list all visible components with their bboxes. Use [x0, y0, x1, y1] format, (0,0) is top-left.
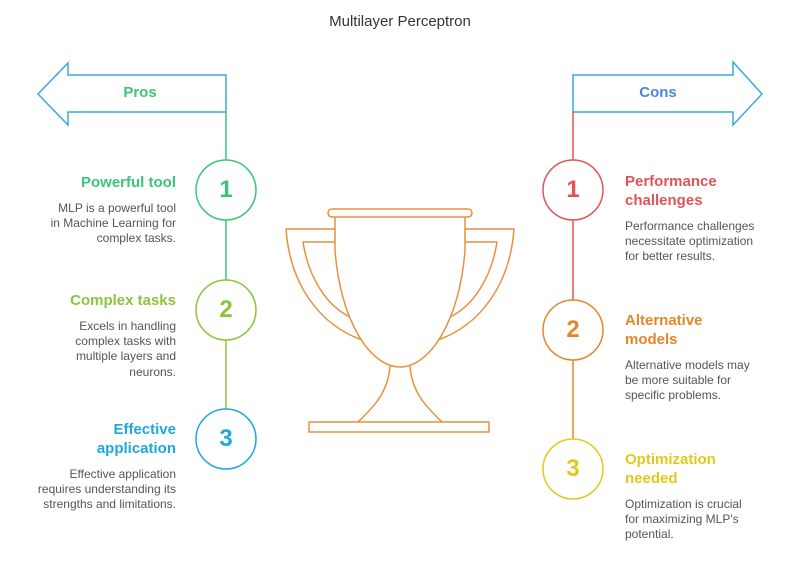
cons-number-2: 2 [566, 316, 580, 343]
pros-item-2: Complex tasks Excels in handling complex… [6, 291, 176, 380]
cons-item-title: Alternative models [625, 312, 703, 348]
pros-number-2: 2 [219, 296, 233, 323]
pros-number-3: 3 [219, 425, 233, 452]
pros-item-title: Effective application [96, 421, 176, 457]
pros-label: Pros [123, 84, 157, 101]
cons-item-3: Optimization needed Optimization is cruc… [625, 450, 795, 543]
pros-item-description: MLP is a powerful tool in Machine Learni… [50, 201, 176, 246]
cons-arrow [572, 60, 764, 127]
pros-item-description: Effective application requires understan… [37, 467, 176, 512]
pros-item-title: Powerful tool [81, 174, 176, 191]
cons-circle-2 [542, 299, 604, 361]
pros-item-1: Powerful tool MLP is a powerful tool in … [6, 173, 176, 247]
pros-circle-3 [195, 408, 257, 470]
pros-item-title: Complex tasks [70, 292, 176, 309]
pros-circle-2 [195, 279, 257, 341]
cons-circle-1 [542, 159, 604, 221]
pros-arrow [36, 61, 227, 127]
cons-item-1: Performance challenges Performance chall… [625, 172, 795, 265]
cons-number-1: 1 [566, 176, 580, 203]
cons-number-3: 3 [566, 455, 580, 482]
trophy-icon [285, 208, 515, 433]
cons-item-title: Optimization needed [625, 451, 716, 487]
pros-item-description: Excels in handling complex tasks with mu… [75, 319, 176, 379]
cons-item-title: Performance challenges [625, 173, 717, 209]
cons-item-description: Performance challenges necessitate optim… [625, 219, 755, 264]
pros-circle-1 [195, 159, 257, 221]
diagram-title: Multilayer Perceptron [329, 13, 471, 30]
pros-number-1: 1 [219, 176, 233, 203]
cons-item-description: Optimization is crucial for maximizing M… [625, 497, 742, 542]
pros-item-3: Effective application Effective applicat… [6, 420, 176, 513]
cons-item-description: Alternative models may be more suitable … [625, 358, 750, 403]
cons-item-2: Alternative models Alternative models ma… [625, 311, 795, 404]
cons-label: Cons [639, 84, 677, 101]
cons-circle-3 [542, 438, 604, 500]
